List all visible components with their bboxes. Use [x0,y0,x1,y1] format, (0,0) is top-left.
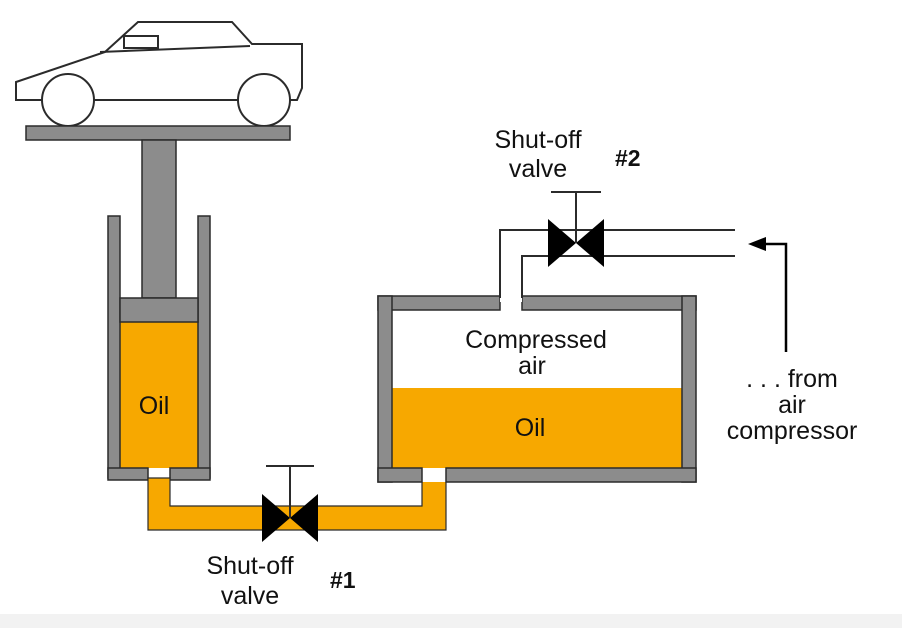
tank-top-left [377,295,501,311]
valve2-label-line1: Shut-off [494,126,581,154]
air-pipe [499,229,735,298]
from-compressor-line1: . . . from [746,365,838,393]
valve-icon [548,191,604,267]
tank-left-wall [377,295,393,483]
cylinder-bottom-right [169,467,211,481]
lift-platform [25,125,291,141]
compressed-air-line1: Compressed [465,326,607,354]
valve2-number: #2 [615,145,641,171]
cylinder-oil [118,322,198,468]
from-compressor-line2: air [778,391,806,419]
arrow-icon [748,237,788,352]
cylinder-right-wall [197,215,211,479]
bottom-strip [0,614,902,628]
air-oil-tank [377,230,697,483]
car-icon [15,21,303,127]
valve1-label-line2: valve [221,582,279,610]
tank-oil-label: Oil [515,414,546,442]
cylinder-left-wall [107,215,121,479]
tank-bottom-left [377,467,423,483]
cylinder-oil-label: Oil [139,392,170,420]
valve1-label-line1: Shut-off [206,552,293,580]
tank-right-wall [681,295,697,483]
tank-bottom-right [445,467,697,483]
piston-head [119,297,199,323]
valve1-number: #1 [330,567,356,593]
cylinder [107,215,211,481]
compressed-air-line2: air [518,352,546,380]
valve2-label-line2: valve [509,155,567,183]
tank-top-right [521,295,697,311]
piston-rod [141,139,177,299]
tank-oil [392,388,682,468]
cylinder-bottom-left [107,467,149,481]
valve-icon [262,465,318,542]
from-compressor-line3: compressor [727,417,858,445]
